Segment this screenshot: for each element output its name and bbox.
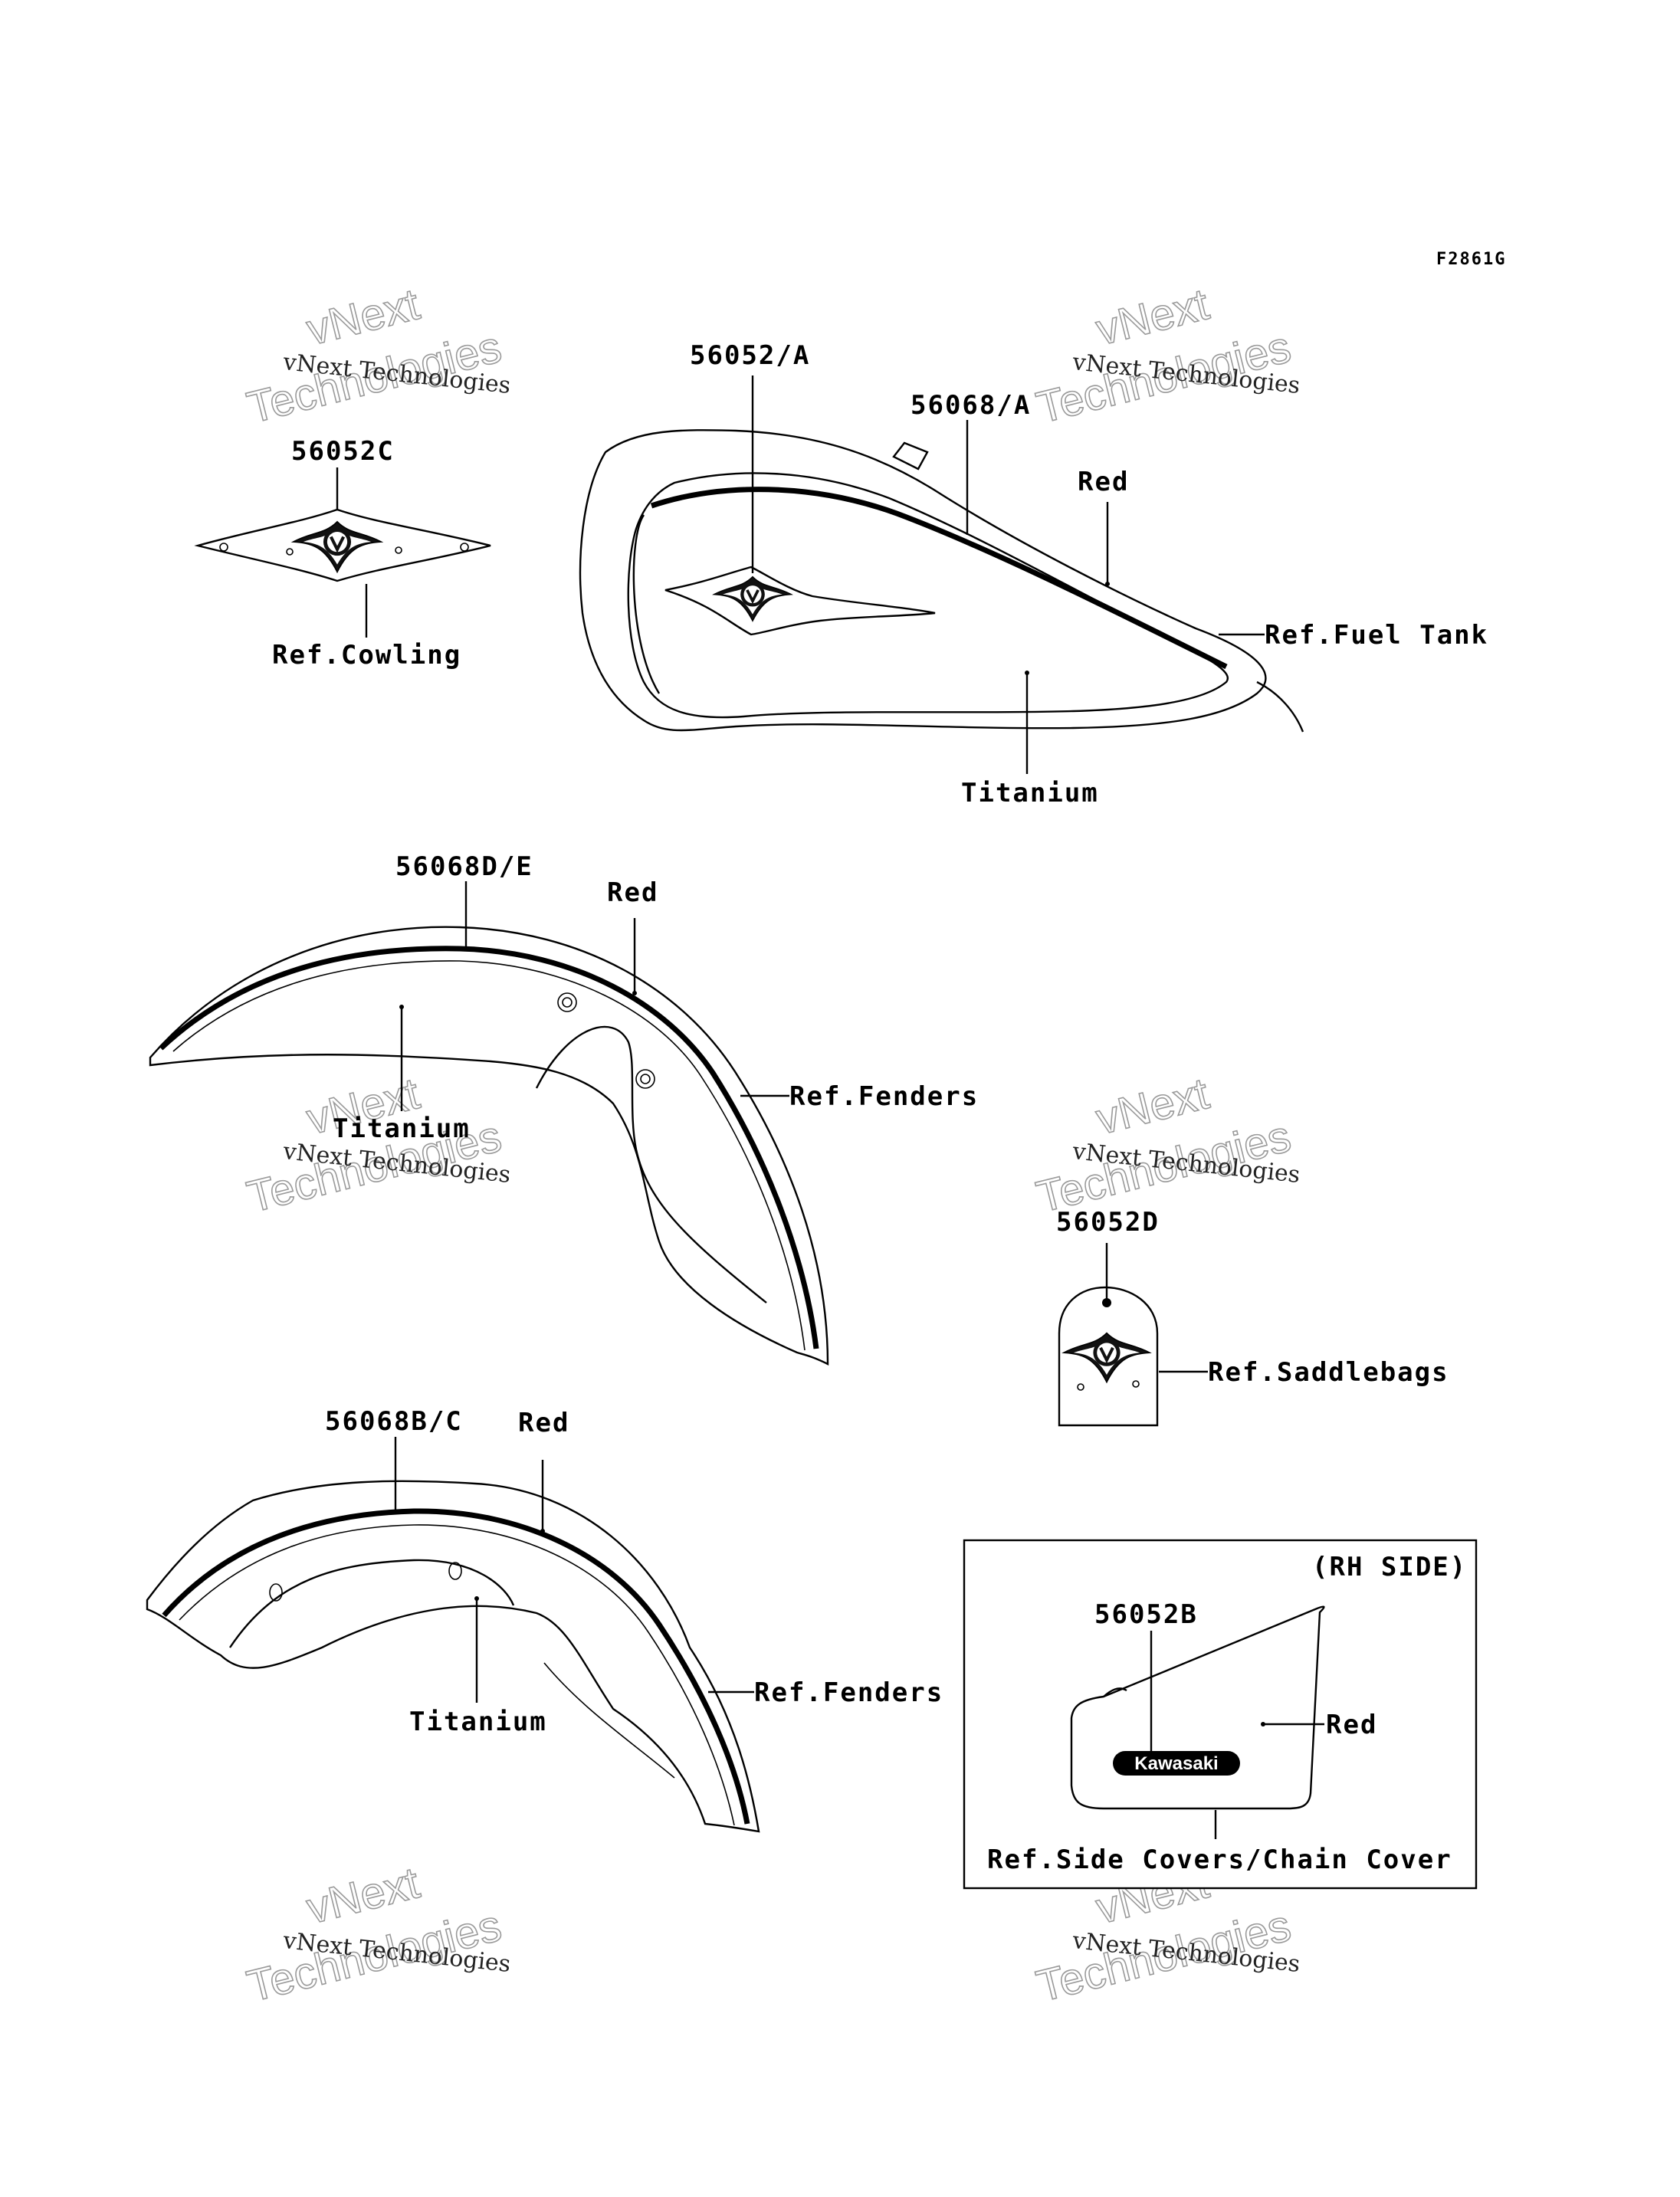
pointer-dot [540,1529,545,1533]
cowling-ref-label: Ref.Cowling [272,640,461,671]
side-cover-ref-label: Ref.Side Covers/Chain Cover [987,1844,1452,1875]
front-fender-part-number: 56068D/E [395,851,533,882]
watermark-bottom-left: vNext Technologies vNext Technologies [241,1857,512,2012]
fuel-tank-stripe-outer [632,514,661,694]
watermark-mid-left: vNext Technologies vNext Technologies [241,1067,512,1222]
pointer-dot [1105,582,1110,586]
fuel-tank-inner-panel [627,472,1229,719]
rear-fender-decals: 56068B/C Red Titanium Ref.Fenders [146,1406,943,1833]
saddlebag-hole [1077,1383,1084,1391]
side-cover-panel: (RH SIDE) Kawasaki 56052B Red Ref.Side C… [963,1539,1478,1890]
tank-ref-label: Ref.Fuel Tank [1265,620,1488,651]
pointer-dot [1261,1722,1265,1726]
fender-bolt-icon [635,1069,655,1089]
saddlebag-decal: 56052D Ref.Saddlebags [1056,1207,1449,1427]
watermark-top-left: vNext Technologies vNext Technologies [241,278,512,433]
fuel-cap-tab [892,441,929,471]
tank-stripe-part-number: 56068/A [911,390,1031,421]
fuel-tank-emblem-body [664,566,936,636]
cowling-hole-left-inner [286,548,294,556]
fender-hole-icon [448,1562,462,1580]
rear-fender-outline [146,1480,760,1833]
rear-fender-titanium-label: Titanium [409,1707,547,1737]
figure-code: F2861G [1436,250,1506,269]
fuel-tank-decals: 56052/A 56068/A Red Ref.Fuel Tank Titani… [579,340,1488,808]
rear-fender-red-label: Red [518,1408,569,1438]
rear-fender-stripe-inner [179,1524,735,1826]
tank-red-label: Red [1078,467,1129,497]
pointer-dot [1102,1298,1111,1307]
tank-titanium-label: Titanium [961,778,1099,808]
front-fender-red-label: Red [607,877,658,908]
pointer-dot [632,991,637,995]
tank-emblem-part-number: 56052/A [690,340,810,371]
saddlebag-hole [1132,1380,1140,1388]
front-fender-stripe-inner [172,960,806,1351]
front-fender-decals: 56068D/E Red Ref.Fenders Titanium [149,851,979,1366]
fuel-tank-tail [1256,680,1304,733]
rear-fender-ref-label: Ref.Fenders [754,1677,943,1708]
fuel-tank-outline [579,429,1267,732]
saddlebag-ref-label: Ref.Saddlebags [1208,1357,1449,1388]
fender-bolt-icon [557,992,577,1012]
rear-fender-inner-curve [229,1559,515,1648]
cowling-hole-right [460,543,469,552]
watermark-mid-right: vNext Technologies vNext Technologies [1031,1067,1301,1222]
front-fender-titanium-label: Titanium [333,1113,471,1144]
pointer-dot [1025,671,1029,675]
fender-hole-icon [269,1583,283,1602]
pointer-dot [399,1005,404,1009]
fender-bolt-icon [562,997,573,1008]
side-cover-bracket [1103,1687,1127,1697]
rear-fender-stripe [162,1508,750,1825]
side-cover-part-number: 56052B [1094,1599,1198,1630]
fuel-tank-stripe [650,487,1228,670]
front-fender-ref-label: Ref.Fenders [789,1081,979,1112]
saddlebag-part-number: 56052D [1056,1207,1160,1238]
pointer-dot [474,1596,479,1601]
fender-bolt-icon [640,1074,651,1084]
rear-fender-lower-line [543,1662,675,1779]
kawasaki-logo-badge [1113,1751,1240,1776]
cowling-hole-left [219,543,228,552]
kawasaki-logo-text: Kawasaki [1134,1753,1218,1774]
cowling-hole-right-inner [395,546,402,554]
watermark-top-right: vNext Technologies vNext Technologies [1031,278,1301,433]
front-fender-inner-curve [535,1025,767,1303]
cowling-part-number: 56052C [291,436,395,467]
cowling-decal: 56052C Ref.Cowling [194,436,491,671]
side-cover-red-label: Red [1326,1710,1377,1740]
side-cover-title: (RH SIDE) [1312,1552,1467,1582]
front-fender-stripe [159,946,819,1349]
front-fender-outline [149,926,829,1366]
rear-fender-part-number: 56068B/C [325,1406,463,1437]
